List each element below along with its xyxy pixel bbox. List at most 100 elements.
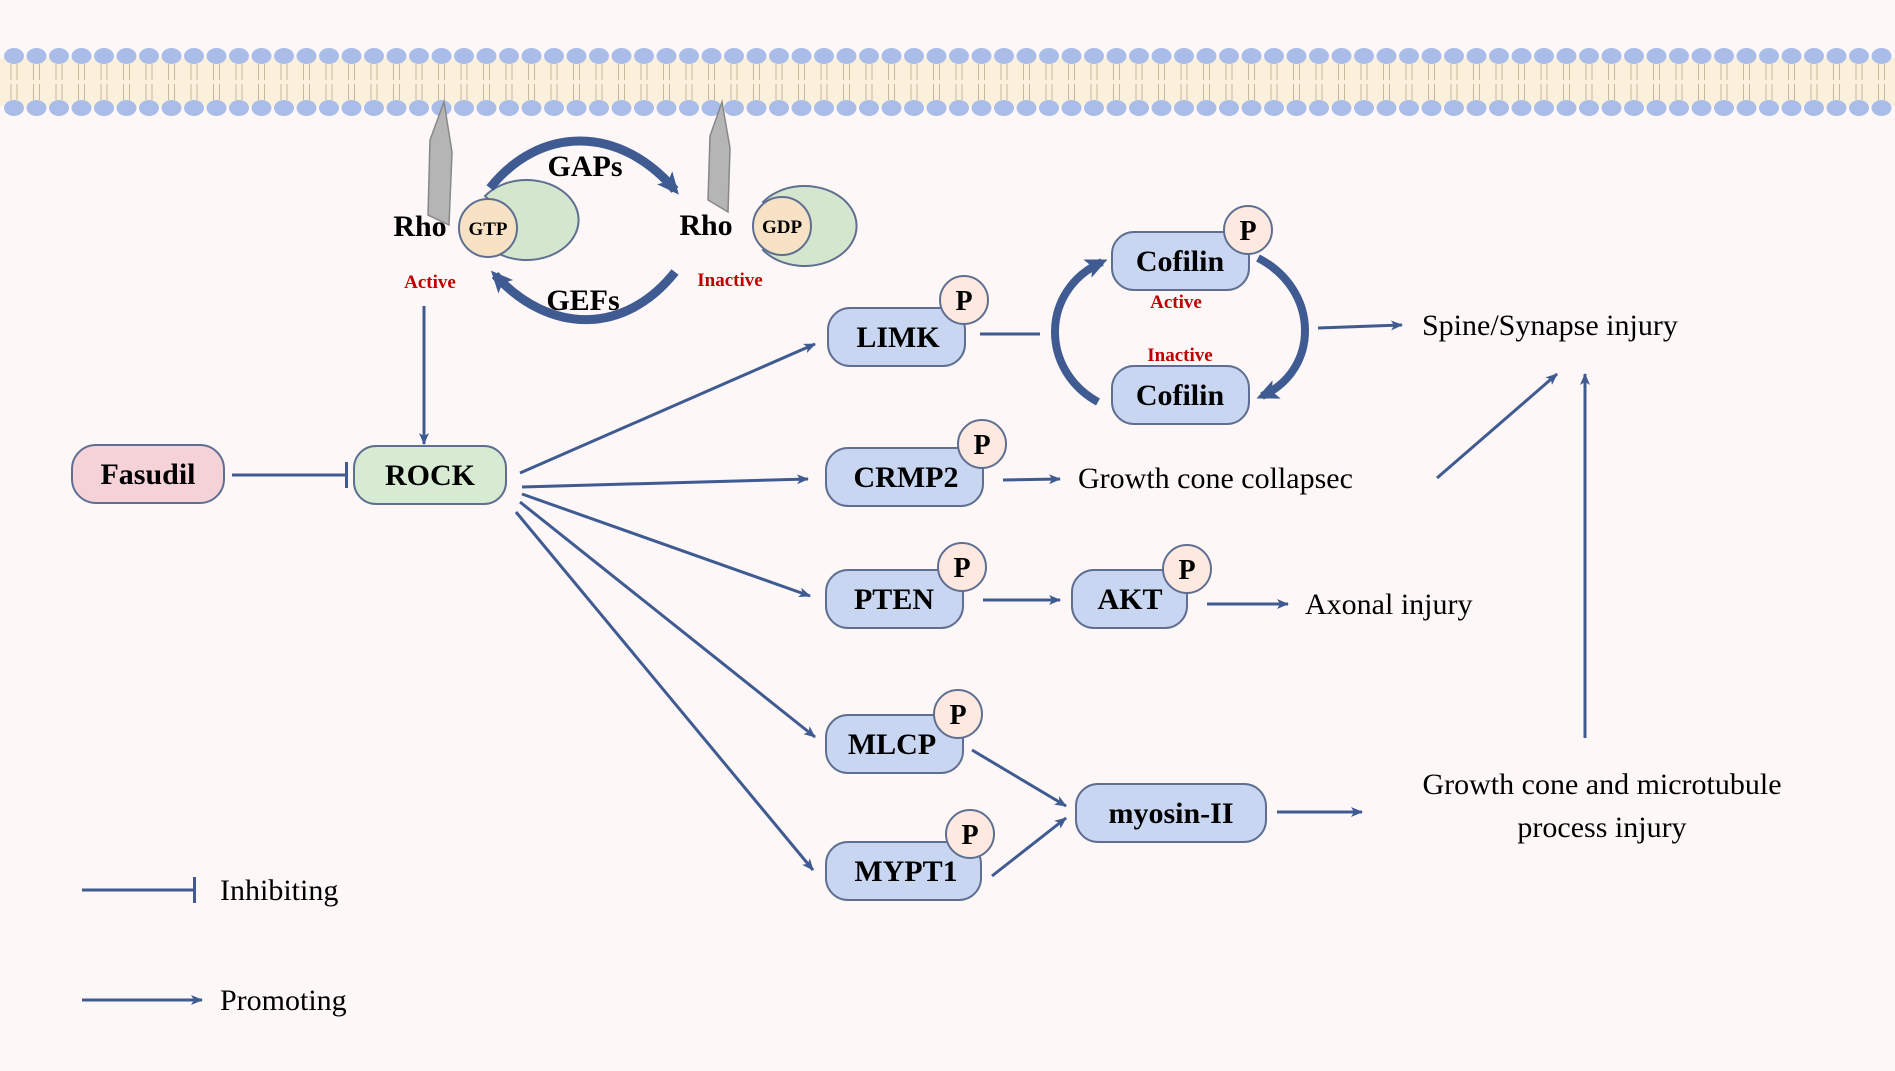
lipid-head (1129, 100, 1149, 116)
akt-phospho-label: P (1178, 555, 1195, 586)
cofilin-active-state: Active (1150, 292, 1202, 313)
lipid-head (49, 48, 69, 64)
lipid-head (1511, 100, 1532, 116)
gdp-node (752, 196, 812, 256)
lipid-head (1421, 48, 1442, 64)
gaps-label: GAPs (548, 150, 623, 183)
crmp2-to-growth-cone-arrow (1002, 474, 1061, 485)
lipid-head (1354, 100, 1374, 116)
lipid-head (1016, 48, 1037, 64)
lipid-head (656, 100, 677, 116)
lipid-head (454, 48, 474, 64)
lipid-head (859, 100, 879, 116)
lipid-head (1129, 48, 1149, 64)
rock-to-pten-arrow (521, 492, 811, 598)
lipid-head (341, 100, 362, 116)
akt-label: AKT (1097, 583, 1162, 616)
mlcp-phospho-label: P (949, 700, 966, 731)
lipid-head (431, 48, 452, 64)
lipid-head (319, 48, 339, 64)
lipid-head (409, 100, 429, 116)
lipid-head (26, 48, 47, 64)
lipid-head (1331, 100, 1352, 116)
lipid-head (926, 100, 947, 116)
lipid-head (1331, 48, 1352, 64)
lipid-head (679, 48, 699, 64)
lipid-head (814, 100, 834, 116)
lipid-head (296, 100, 317, 116)
pten-node (825, 569, 964, 629)
lipid-head (1826, 100, 1847, 116)
crmp2-node (825, 447, 984, 507)
pten-phospho-label: P (953, 553, 970, 584)
lipid-head (206, 100, 227, 116)
lipid-head (1151, 48, 1172, 64)
akt-phospho-badge (1162, 544, 1212, 594)
microtubule-injury-line1: Growth cone and microtubule (1422, 768, 1781, 801)
lipid-head (1804, 100, 1824, 116)
lipid-head (499, 48, 519, 64)
lipid-head (1601, 100, 1622, 116)
limk-phospho-label: P (955, 286, 972, 317)
lipid-head (544, 48, 564, 64)
lipid-head (1736, 100, 1757, 116)
lipid-head (1444, 48, 1464, 64)
lipid-head (521, 100, 542, 116)
lipid-head (1556, 48, 1577, 64)
lipid-head (1264, 100, 1284, 116)
lipid-head (161, 100, 182, 116)
gefs-arrow (490, 269, 679, 325)
crmp2-phospho-badge (957, 419, 1007, 469)
lipid-head (769, 100, 789, 116)
fasudil-label: Fasudil (100, 458, 195, 491)
rho-active-node: Rho GTP Active (393, 179, 580, 293)
lipid-head (1826, 48, 1847, 64)
lipid-head (1511, 48, 1532, 64)
lipid-head (836, 100, 857, 116)
lipid-head (1286, 48, 1307, 64)
cofilin-active-node (1111, 231, 1250, 291)
lipid-head (1286, 100, 1307, 116)
lipid-head (94, 48, 114, 64)
lipid-head (1399, 48, 1419, 64)
lipid-head (1466, 48, 1487, 64)
mypt1-label: MYPT1 (854, 855, 957, 888)
lipid-head (1804, 48, 1824, 64)
lipid-head (881, 48, 902, 64)
lipid-head (1174, 48, 1194, 64)
lipid-head (1871, 100, 1892, 116)
lipid-head (319, 100, 339, 116)
rho-inactive-node: Rho GDP Inactive (679, 185, 858, 291)
lipid-head (1556, 100, 1577, 116)
lipid-head (1759, 48, 1779, 64)
lipid-head (724, 100, 744, 116)
lipid-head (1039, 48, 1059, 64)
mypt1-node (825, 841, 982, 901)
membrane-band (0, 58, 1895, 106)
lipid-head (26, 100, 47, 116)
lipid-head (161, 48, 182, 64)
lipid-head (1241, 48, 1262, 64)
mypt1-phospho-label: P (961, 820, 978, 851)
lipid-head (881, 100, 902, 116)
cofilin-inactive-state: Inactive (1147, 345, 1212, 366)
lipid-head (296, 48, 317, 64)
lipid-head (1106, 48, 1127, 64)
lipid-head (701, 48, 722, 64)
spine-synapse-injury-label: Spine/Synapse injury (1422, 309, 1678, 342)
rock-to-mlcp-arrow (519, 500, 816, 739)
lipid-head (1264, 48, 1284, 64)
membrane-heads (4, 48, 1892, 116)
limk-phospho-badge (939, 275, 989, 325)
lipid-head (454, 100, 474, 116)
lipid-head (71, 48, 92, 64)
rho-inactive-label: Rho (679, 209, 732, 242)
legend-promoting-label: Promoting (220, 984, 347, 1017)
lipid-head (139, 48, 159, 64)
lipid-head (1466, 100, 1487, 116)
akt-node (1071, 569, 1188, 629)
lipid-head (1039, 100, 1059, 116)
lipid-head (791, 48, 812, 64)
lipid-head (364, 100, 384, 116)
